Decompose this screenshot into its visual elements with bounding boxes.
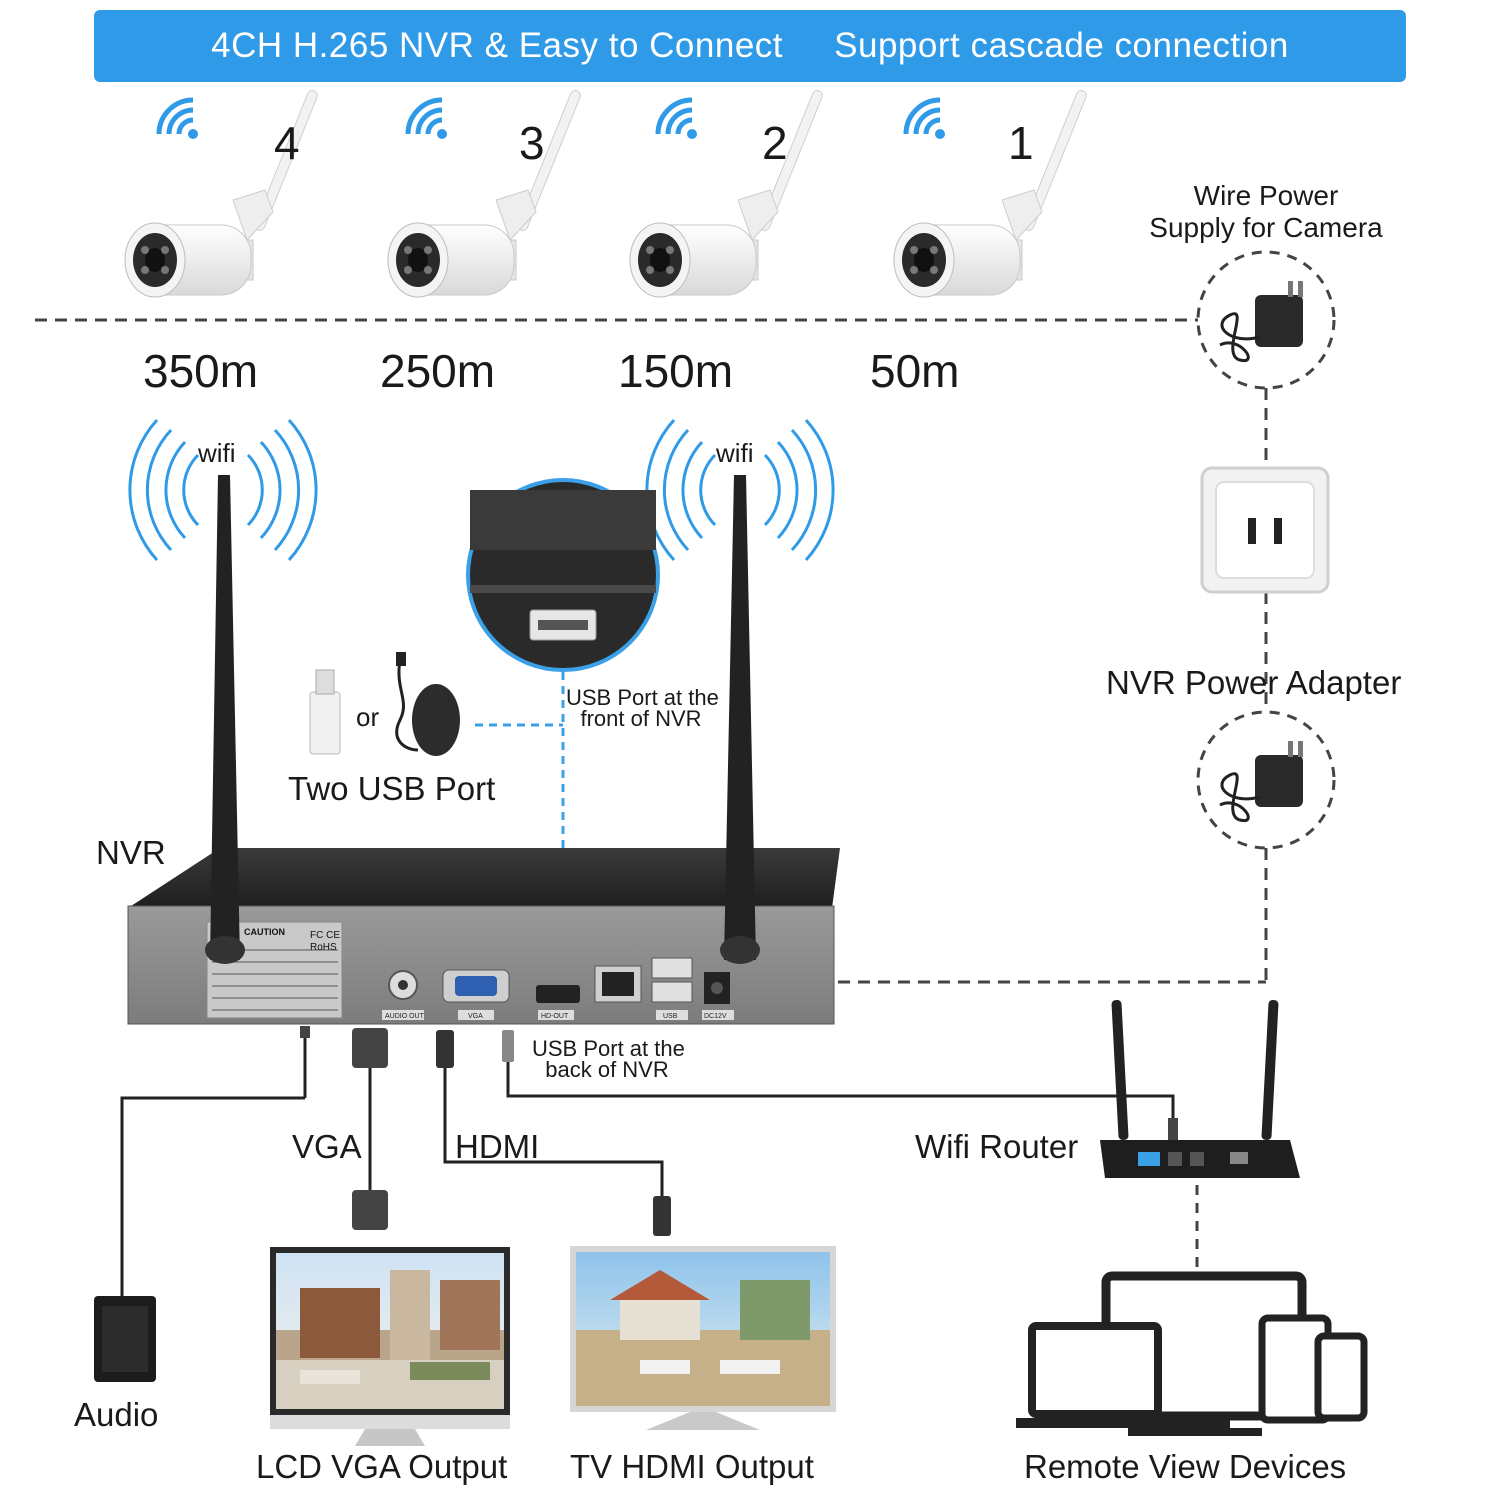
tv-hdmi-output-label: TV HDMI Output — [570, 1448, 814, 1485]
camera-3-number: 3 — [519, 117, 545, 169]
fcce-label: FC CE — [310, 930, 340, 941]
vga-connector-icon — [352, 1028, 388, 1230]
usb-back-label: USB Port at the back of NVR — [532, 1036, 685, 1082]
camera-2-number: 2 — [762, 117, 788, 169]
wifi-router-icon — [1100, 1000, 1300, 1178]
caution-label: CAUTION — [244, 927, 285, 937]
port-label: DC12V — [704, 1013, 727, 1020]
port-label: HD-OUT — [541, 1013, 569, 1020]
wifi-icon — [408, 100, 447, 139]
usb-back-line1: USB Port at the — [532, 1036, 685, 1061]
banner-title-left: 4CH H.265 NVR & Easy to Connect — [211, 26, 784, 65]
wire-power-line2: Supply for Camera — [1149, 212, 1383, 243]
hdmi-connector-icon — [436, 1030, 671, 1236]
vga-label: VGA — [292, 1128, 362, 1165]
hdmi-port — [536, 985, 580, 1003]
wifi-label-left: wifi — [198, 438, 236, 468]
wifi-icon — [159, 100, 198, 139]
two-usb-port-label: Two USB Port — [288, 770, 496, 807]
wire-power-line1: Wire Power — [1193, 180, 1339, 211]
rohs-label: RoHS — [310, 942, 337, 953]
wifi-icon — [906, 100, 945, 139]
nvr-antenna-left — [205, 475, 245, 964]
usb-front-line1: USB Port at the — [566, 685, 719, 710]
or-label: or — [356, 702, 380, 732]
cables — [120, 1030, 1175, 1300]
port-label: AUDIO OUT — [385, 1013, 425, 1020]
nvr-device: CAUTION FC CE RoHS AUDIO OUT — [127, 848, 840, 1025]
usb-stick-icon — [309, 669, 341, 755]
remote-view-devices-label: Remote View Devices — [1024, 1448, 1347, 1485]
lcd-vga-output-label: LCD VGA Output — [256, 1448, 508, 1485]
wall-outlet-icon — [1200, 466, 1330, 594]
camera-1-number: 1 — [1008, 117, 1034, 169]
camera-2-distance: 150m — [618, 345, 734, 397]
wire-power-label: Wire Power Supply for Camera — [1138, 180, 1394, 244]
audio-label: Audio — [74, 1396, 159, 1433]
camera-4-distance: 350m — [143, 345, 259, 397]
nvr-power-adapter-label: NVR Power Adapter — [1106, 664, 1402, 701]
camera-3 — [387, 88, 583, 298]
hdmi-label: HDMI — [455, 1128, 540, 1165]
usb-front-zoom — [466, 478, 660, 672]
usb-back-port — [651, 957, 693, 979]
port-label: USB — [663, 1013, 678, 1020]
camera-4-number: 4 — [274, 117, 300, 169]
title-banner: 4CH H.265 NVR & Easy to Connect Support … — [94, 10, 1406, 82]
remote-devices-icon — [1016, 1271, 1368, 1436]
nvr-antenna-right — [720, 475, 760, 964]
usb-back-line2: back of NVR — [545, 1057, 669, 1082]
speaker-icon — [94, 1296, 156, 1382]
banner-title-right: Support cascade connection — [834, 26, 1289, 65]
mouse-icon — [395, 652, 460, 756]
camera-3-distance: 250m — [380, 345, 496, 397]
nvr-label: NVR — [96, 834, 166, 871]
camera-1-distance: 50m — [870, 345, 960, 397]
lcd-monitor-icon — [270, 1247, 510, 1446]
wifi-icon — [658, 100, 697, 139]
usb-back-port — [651, 981, 693, 1003]
port-label: VGA — [468, 1013, 483, 1020]
wifi-router-label: Wifi Router — [915, 1128, 1079, 1165]
usb-front-label: USB Port at the front of NVR — [566, 685, 719, 731]
usb-front-line2: front of NVR — [580, 706, 702, 731]
wifi-label-right: wifi — [716, 438, 754, 468]
tv-monitor-icon — [570, 1246, 836, 1430]
